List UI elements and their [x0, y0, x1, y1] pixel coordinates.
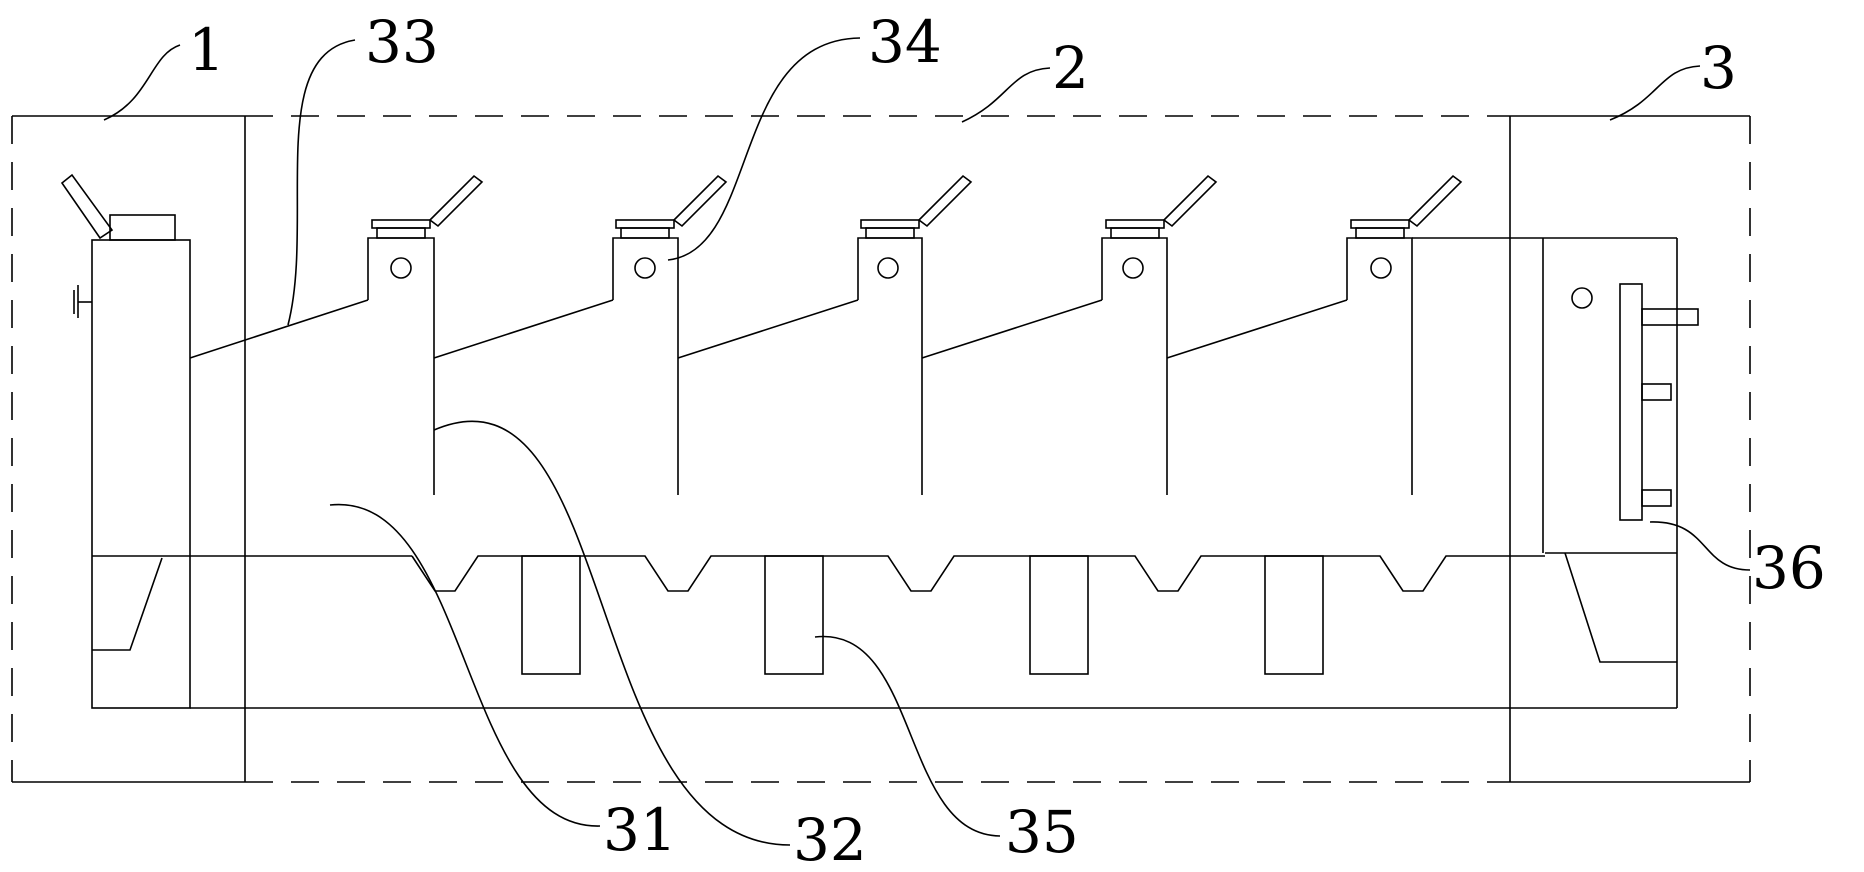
label-36: 36	[1752, 534, 1826, 602]
label-3: 3	[1700, 34, 1737, 102]
label-34: 34	[868, 8, 942, 76]
label-33: 33	[365, 8, 439, 76]
outer-frame	[11, 115, 1751, 783]
leader-lines	[103, 37, 1751, 846]
left-column	[60, 173, 191, 709]
label-1: 1	[188, 16, 225, 84]
caps-levers	[371, 174, 1463, 239]
right-block	[1412, 237, 1699, 663]
reference-numerals: 1 33 34 2 3 36 31 32 35	[188, 8, 1826, 872]
label-2: 2	[1052, 34, 1089, 102]
pivot-holes	[390, 257, 1593, 309]
main-body	[92, 552, 1678, 709]
slots	[521, 555, 1324, 675]
label-35: 35	[1005, 798, 1079, 866]
label-31: 31	[603, 796, 677, 864]
label-32: 32	[793, 806, 867, 872]
chambers	[189, 237, 1413, 495]
